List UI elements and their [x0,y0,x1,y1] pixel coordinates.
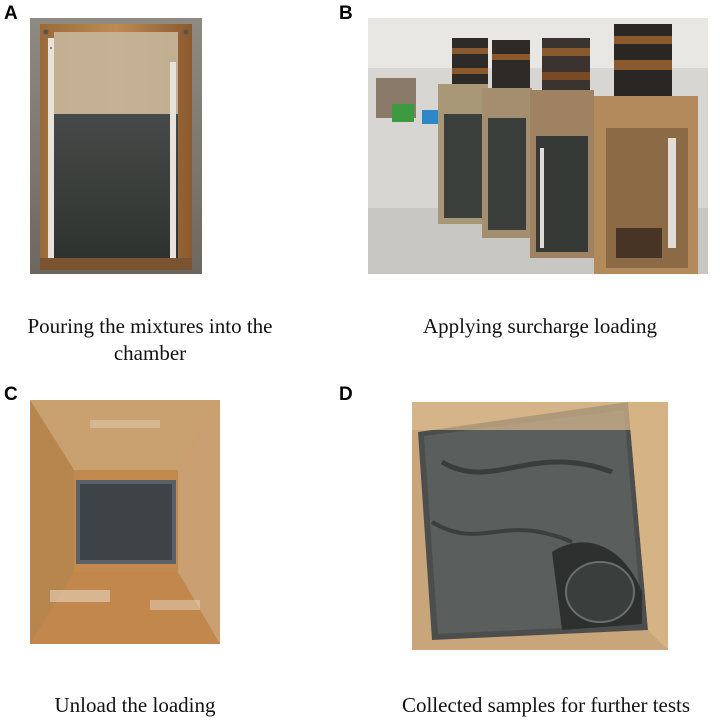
caption-a: Pouring the mixtures into the chamber [27,314,273,365]
panel-letter-b: B [339,3,353,24]
photo-b-surcharge-loading [368,18,708,274]
caption-b: Applying surcharge loading [422,314,658,338]
photo-c-unloaded-chamber [30,400,220,644]
panel-letter-a: A [4,3,18,24]
caption-d: Collected samples for further tests [401,693,691,717]
panel-letter-c: C [4,384,18,405]
caption-c: Unload the loading [54,693,216,717]
photo-a-pouring-mixture-chamber [30,18,202,274]
panel-letter-d: D [339,384,353,405]
photo-d-collected-samples [412,402,668,650]
